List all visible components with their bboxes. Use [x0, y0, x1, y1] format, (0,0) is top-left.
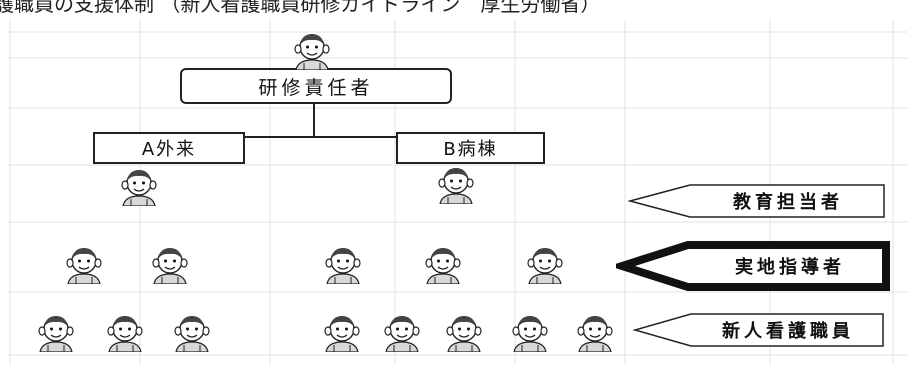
- field-instructor-person-icon: [321, 244, 365, 284]
- new-nurse-person-icon: [320, 312, 364, 352]
- connector-root-down: [313, 101, 315, 137]
- new-nurse-person-icon: [380, 312, 424, 352]
- outpatient-a-label: A外来: [141, 139, 197, 160]
- outpatient-a-box: A外来: [93, 132, 245, 164]
- training-manager-label: 研修責任者: [258, 76, 374, 99]
- new-nurse-person-icon: [103, 312, 147, 352]
- field-instructor-person-icon: [148, 244, 192, 284]
- field-instructor-person-icon: [421, 244, 465, 284]
- ward-b-label: B病棟: [443, 139, 498, 160]
- educator-a-person-icon: [117, 166, 161, 206]
- new-nurse-person-icon: [508, 312, 552, 352]
- role-tag-new-nurse: 新人看護職員: [633, 312, 885, 348]
- role-tag-educator: 教育担当者: [628, 183, 886, 219]
- training-manager-person-icon: [290, 30, 334, 70]
- role-tag-field-instructor: 実地指導者: [616, 240, 892, 292]
- role-label-educator: 教育担当者: [733, 192, 843, 213]
- new-nurse-person-icon: [573, 312, 617, 352]
- educator-b-person-icon: [434, 164, 478, 204]
- role-label-new-nurse: 新人看護職員: [722, 321, 854, 342]
- role-label-field-instructor: 実地指導者: [735, 257, 845, 278]
- field-instructor-person-icon: [62, 244, 106, 284]
- new-nurse-person-icon: [442, 312, 486, 352]
- connector-horizontal: [167, 136, 467, 138]
- ward-b-box: B病棟: [396, 132, 545, 164]
- field-instructor-person-icon: [523, 244, 567, 284]
- new-nurse-person-icon: [170, 312, 214, 352]
- document-header-text: 護職員の支援体制 （新人看護職員研修ガイドライン 厚生労働省）: [0, 0, 601, 16]
- new-nurse-person-icon: [34, 312, 78, 352]
- training-manager-box: 研修責任者: [180, 68, 452, 104]
